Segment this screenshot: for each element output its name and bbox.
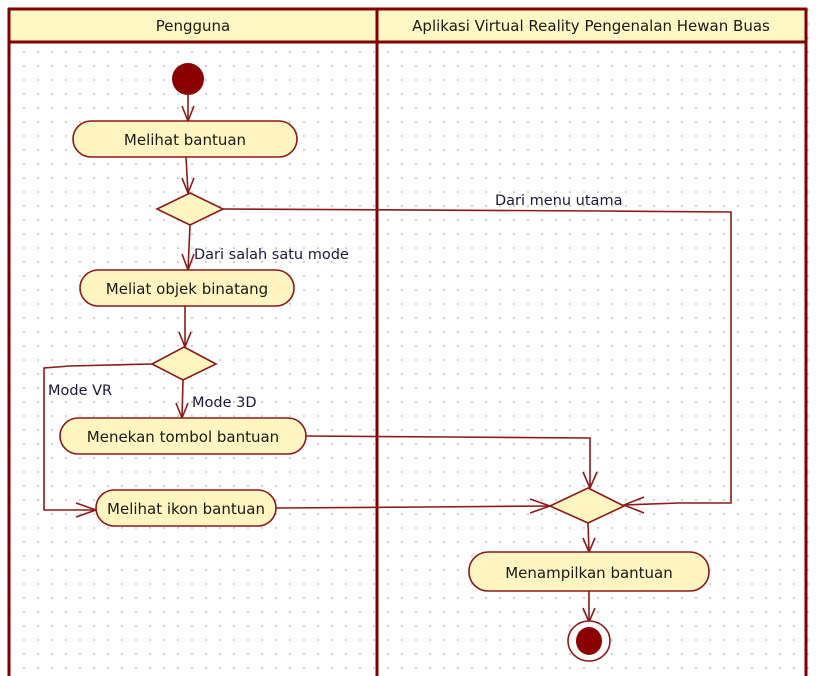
action-label: Melihat bantuan bbox=[124, 131, 246, 149]
guard-mode-3d: Mode 3D bbox=[192, 395, 257, 411]
action-label: Menampilkan bantuan bbox=[505, 564, 673, 582]
arrowhead-icon bbox=[582, 471, 598, 490]
flow-mode-vr bbox=[43, 363, 153, 511]
action-menekan-tombol-bantuan[interactable]: Menekan tombol bantuan bbox=[59, 417, 307, 455]
flow-decision-to-meliat-objek bbox=[187, 224, 191, 271]
final-node[interactable] bbox=[567, 620, 611, 662]
lane-header-background bbox=[8, 8, 807, 42]
action-melihat-bantuan[interactable]: Melihat bantuan bbox=[72, 120, 298, 158]
decision-node-2[interactable] bbox=[150, 346, 218, 381]
initial-node[interactable] bbox=[172, 63, 204, 95]
flow-menekan-tombol-to-merge bbox=[305, 435, 591, 488]
action-box[interactable] bbox=[79, 269, 295, 307]
arrowhead-icon bbox=[621, 496, 645, 514]
action-meliat-objek-binatang[interactable]: Meliat objek binatang bbox=[79, 269, 295, 307]
action-menampilkan-bantuan[interactable]: Menampilkan bantuan bbox=[468, 551, 710, 592]
action-label: Menekan tombol bantuan bbox=[87, 428, 279, 446]
action-box[interactable] bbox=[72, 120, 298, 158]
action-label: Melihat ikon bantuan bbox=[107, 500, 265, 518]
arrowhead-icon bbox=[181, 177, 195, 196]
flow-melihat-bantuan-to-decision bbox=[185, 156, 189, 194]
guard-dari-salah-satu-mode: Dari salah satu mode bbox=[194, 247, 349, 263]
flow-mode-3d bbox=[181, 379, 184, 419]
action-melihat-ikon-bantuan[interactable]: Melihat ikon bantuan bbox=[95, 489, 277, 527]
guard-mode-vr: Mode VR bbox=[48, 383, 112, 399]
decision-node-1[interactable] bbox=[155, 192, 225, 226]
lane-title-aplikasi: Aplikasi Virtual Reality Pengenalan Hewa… bbox=[412, 17, 770, 35]
swimlane-frame bbox=[7, 7, 808, 676]
action-label: Meliat objek binatang bbox=[106, 280, 268, 298]
final-node-core bbox=[576, 627, 602, 655]
flow-melihat-ikon-to-merge bbox=[275, 505, 551, 509]
merge-node[interactable] bbox=[548, 487, 626, 524]
guard-dari-menu-utama: Dari menu utama bbox=[495, 193, 622, 209]
flow-dari-menu-utama bbox=[222, 208, 732, 506]
flow-merge-to-menampilkan bbox=[587, 522, 590, 553]
lane-title-pengguna: Pengguna bbox=[156, 17, 231, 35]
